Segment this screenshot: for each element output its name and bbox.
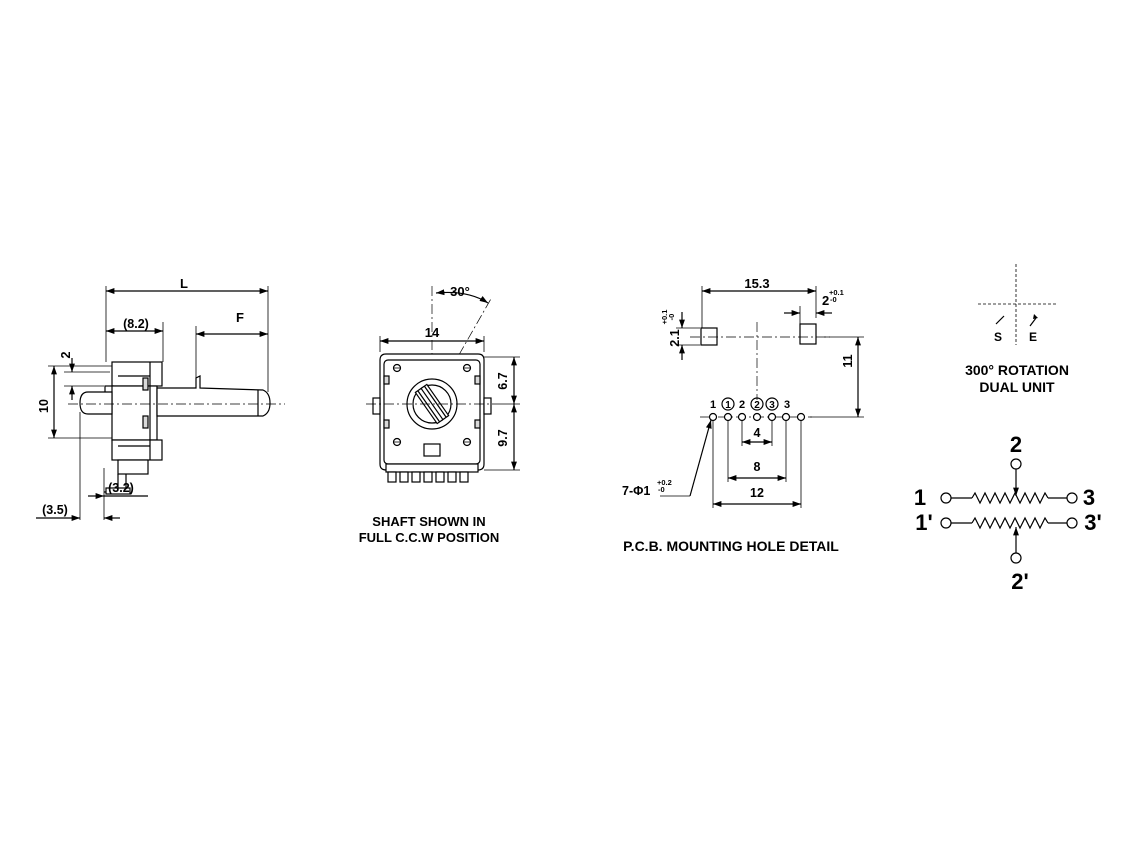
tol-2-1-minus: -0 — [667, 314, 676, 321]
dim-10: 10 — [37, 399, 51, 413]
pcb-pin-2: 2 — [739, 399, 745, 411]
rotation-caption-2: DUAL UNIT — [979, 379, 1055, 395]
dim-8: 8 — [754, 460, 761, 474]
tol-2-minus: -0 — [830, 295, 837, 304]
dim-12: 12 — [750, 486, 764, 500]
front-caption-2: FULL C.C.W POSITION — [359, 530, 500, 545]
schematic: 2 1 3 1' 3' 2' — [914, 432, 1102, 594]
dim-3-2: (3.2) — [108, 481, 134, 495]
pcb-pin-3: 3 — [784, 399, 790, 411]
dim-11: 11 — [841, 354, 855, 367]
dim-2: 2 — [59, 351, 73, 358]
dim-3-5: (3.5) — [42, 503, 68, 517]
tol-2-plus: +0.1 — [829, 288, 844, 297]
pcb-caption: P.C.B. MOUNTING HOLE DETAIL — [623, 538, 839, 554]
angle-30: 30° — [450, 284, 470, 299]
rotation-label-S: S — [994, 330, 1002, 344]
holes-label: 7-Φ1 — [622, 484, 650, 498]
dim-9-7: 9.7 — [496, 429, 510, 446]
schematic-pin-3: 3 — [1083, 485, 1095, 510]
dim-L: L — [180, 276, 188, 291]
front-caption-1: SHAFT SHOWN IN — [372, 514, 485, 529]
pcb-pin-1-circled: 1 — [725, 400, 731, 411]
schematic-pin-1p: 1' — [915, 510, 932, 535]
holes-tol-plus: +0.2 — [657, 478, 672, 487]
schematic-pin-2p: 2' — [1011, 569, 1028, 594]
front-view: 30° 14 — [359, 284, 520, 545]
schematic-pin-1: 1 — [914, 485, 926, 510]
pcb-pin-1: 1 — [710, 399, 716, 411]
dim-14: 14 — [425, 325, 440, 340]
schematic-pin-3p: 3' — [1084, 510, 1101, 535]
rotation-label-E: E — [1029, 330, 1037, 344]
dim-6-7: 6.7 — [496, 372, 510, 389]
dim-F: F — [236, 310, 244, 325]
holes-tol-minus: -0 — [658, 485, 665, 494]
rotation-diagram: S E 300° ROTATION DUAL UNIT — [965, 264, 1069, 395]
pcb-detail: 15.3 2 +0.1 -0 2.1 +0.1 -0 11 — [622, 276, 864, 554]
dim-2-1: 2.1 — [668, 329, 682, 346]
dim-2-slot: 2 — [822, 293, 829, 308]
dim-4: 4 — [754, 426, 761, 440]
schematic-pin-2: 2 — [1010, 432, 1022, 457]
dim-8-2: (8.2) — [123, 317, 149, 331]
rotation-caption-1: 300° ROTATION — [965, 362, 1069, 378]
pcb-pin-3-circled: 3 — [769, 400, 775, 411]
dim-15-3: 15.3 — [744, 276, 769, 291]
tol-2-1-plus: +0.1 — [660, 310, 669, 325]
pcb-pin-2-circled: 2 — [754, 400, 760, 411]
side-view: L (8.2) F 2 — [36, 276, 285, 521]
